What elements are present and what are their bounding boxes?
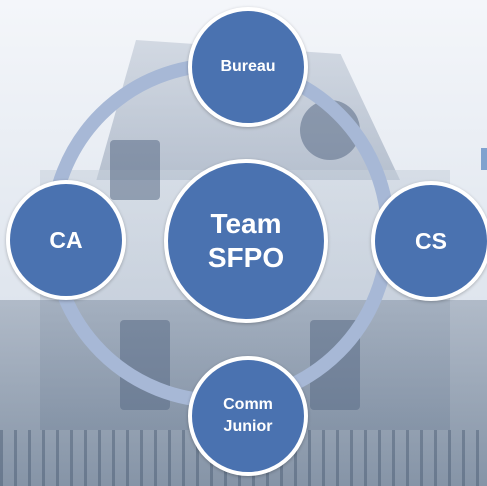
node-cs-label: CS (415, 227, 447, 254)
node-bottom-line2: Junior (223, 418, 273, 435)
node-cs: CS (371, 181, 487, 301)
node-comm-junior: Comm Junior (188, 356, 308, 476)
node-bureau: Bureau (188, 7, 308, 127)
node-center-line1: Team (210, 208, 282, 240)
node-team-sfpo: Team SFPO (164, 159, 328, 323)
edge-mark (481, 148, 487, 170)
node-bottom-line1: Comm (223, 395, 273, 413)
node-ca-label: CA (49, 226, 83, 253)
node-ca: CA (6, 180, 126, 300)
node-center-line2: SFPO (207, 242, 285, 273)
node-bureau-label: Bureau (220, 58, 276, 75)
